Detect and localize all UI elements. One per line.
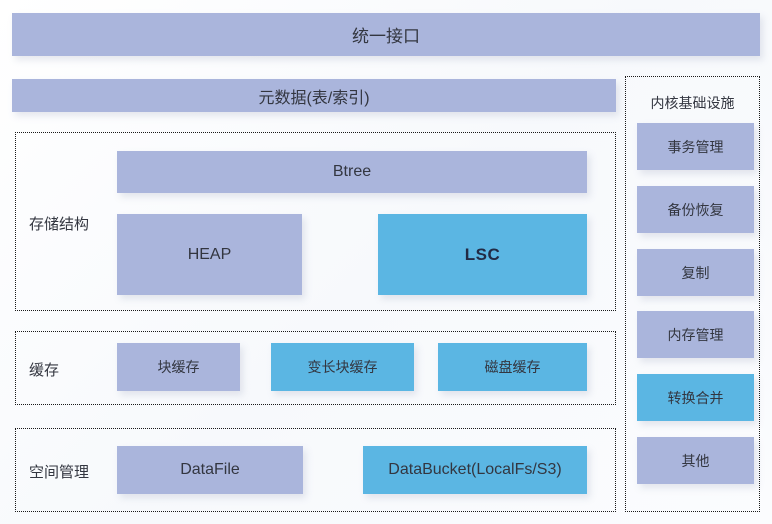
disk-cache-box: 磁盘缓存 [438, 343, 587, 391]
transform-merge-box: 转换合并 [637, 374, 754, 421]
storage-structure-group: 存储结构 Btree HEAP LSC [15, 132, 616, 311]
cache-group: 缓存 块缓存 变长块缓存 磁盘缓存 [15, 331, 616, 405]
kernel-infrastructure-title: 内核基础设施 [650, 95, 735, 111]
heap-box: HEAP [117, 214, 302, 295]
transaction-management-box: 事务管理 [637, 123, 754, 170]
storage-structure-label: 存储结构 [29, 216, 90, 233]
backup-recovery-box: 备份恢复 [637, 186, 754, 233]
kernel-infrastructure-group: 内核基础设施 事务管理 备份恢复 复制 内存管理 转换合并 其他 [625, 76, 760, 512]
databucket-box: DataBucket(LocalFs/S3) [363, 446, 587, 494]
replication-box: 复制 [637, 249, 754, 296]
space-management-label: 空间管理 [29, 464, 90, 481]
metadata-bar: 元数据(表/索引) [12, 79, 616, 112]
datafile-box: DataFile [117, 446, 303, 494]
space-management-group: 空间管理 DataFile DataBucket(LocalFs/S3) [15, 428, 616, 512]
memory-management-box: 内存管理 [637, 311, 754, 358]
cache-label: 缓存 [29, 362, 60, 379]
block-cache-box: 块缓存 [117, 343, 240, 391]
unified-interface-bar: 统一接口 [12, 13, 760, 56]
other-box: 其他 [637, 437, 754, 484]
variable-block-cache-box: 变长块缓存 [271, 343, 414, 391]
btree-box: Btree [117, 151, 587, 193]
lsc-box: LSC [378, 214, 587, 295]
